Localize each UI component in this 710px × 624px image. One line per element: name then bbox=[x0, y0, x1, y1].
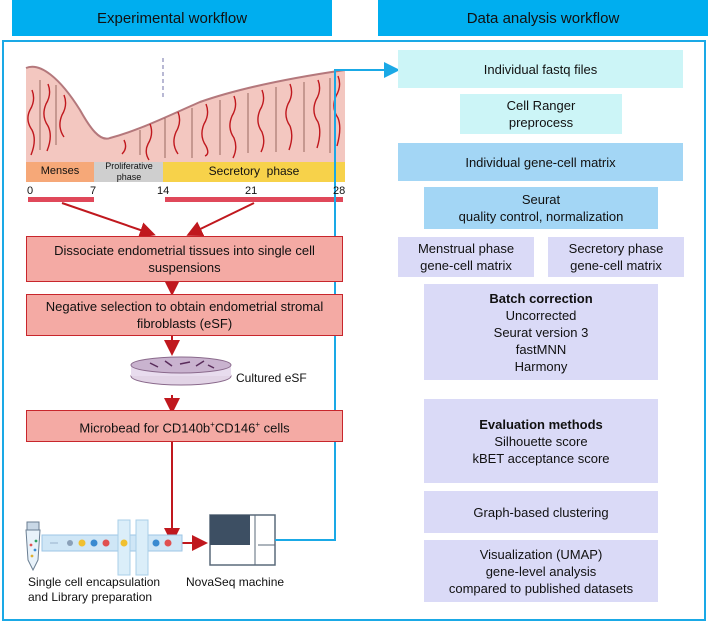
menses-bar bbox=[26, 162, 94, 182]
vis-item-gene-level: gene-level analysis bbox=[485, 563, 597, 579]
secretory-line2: gene-cell matrix bbox=[570, 258, 662, 273]
experimental-workflow-title: Experimental workflow bbox=[96, 9, 248, 27]
batch-item-uncorrected: Uncorrected bbox=[505, 307, 577, 323]
negative-selection-step: Negative selection to obtain endometrial… bbox=[26, 294, 343, 336]
data-analysis-header: Data analysis workflow bbox=[378, 0, 708, 36]
microbead-step: Microbead for CD140b+CD146+ cells bbox=[26, 410, 343, 442]
secretory-line1: Secretory phase bbox=[568, 241, 664, 256]
menstrual-line2: gene-cell matrix bbox=[420, 258, 512, 273]
visualization-box: Visualization (UMAP) gene-level analysis… bbox=[424, 540, 658, 602]
secretory-label: Secretory phase bbox=[208, 164, 300, 178]
batch-correction-box: Batch correction Uncorrected Seurat vers… bbox=[424, 284, 658, 380]
matrix-text: Individual gene-cell matrix bbox=[465, 154, 616, 170]
tube-icon bbox=[25, 521, 41, 572]
microbead-text: Microbead for CD140b+CD146+ cells bbox=[79, 419, 290, 436]
petri-dish-icon bbox=[130, 356, 232, 386]
workflow-frame bbox=[2, 40, 706, 621]
novaseq-label: NovaSeq machine bbox=[186, 575, 285, 589]
seurat-line2: quality control, normalization bbox=[458, 209, 624, 224]
menstrual-line1: Menstrual phase bbox=[417, 241, 515, 256]
experimental-workflow-header: Experimental workflow bbox=[12, 0, 332, 36]
vis-item-umap: Visualization (UMAP) bbox=[479, 546, 603, 562]
matrix-box: Individual gene-cell matrix bbox=[398, 143, 683, 181]
evaluation-box: Evaluation methods Silhouette score kBET… bbox=[424, 399, 658, 483]
fastq-box: Individual fastq files bbox=[398, 50, 683, 88]
batch-title: Batch correction bbox=[489, 290, 593, 306]
day-0: 0 bbox=[27, 185, 34, 197]
secretory-range bbox=[165, 197, 343, 202]
dissociate-text: Dissociate endometrial tissues into sing… bbox=[54, 243, 315, 275]
day-28: 28 bbox=[333, 185, 346, 197]
batch-item-seurat: Seurat version 3 bbox=[493, 324, 589, 340]
negative-selection-text: Negative selection to obtain endometrial… bbox=[45, 299, 324, 331]
day-7: 7 bbox=[90, 185, 97, 197]
eval-item-silhouette: Silhouette score bbox=[494, 433, 588, 449]
proliferative-label: Proliferative phase bbox=[105, 161, 153, 182]
vis-item-published: compared to published datasets bbox=[448, 580, 634, 596]
cellranger-line1: Cell Ranger bbox=[506, 98, 576, 113]
encapsulation-label: Single cell encapsulation and Library pr… bbox=[28, 575, 161, 604]
batch-item-harmony: Harmony bbox=[514, 358, 568, 374]
menses-range bbox=[28, 197, 94, 202]
menstrual-matrix-box: Menstrual phase gene-cell matrix bbox=[398, 237, 534, 277]
batch-item-fastmnn: fastMNN bbox=[515, 341, 567, 357]
seurat-line1: Seurat bbox=[521, 192, 561, 207]
fastq-text: Individual fastq files bbox=[483, 61, 598, 77]
eval-title: Evaluation methods bbox=[479, 416, 603, 432]
clustering-text: Graph-based clustering bbox=[473, 504, 609, 520]
data-analysis-title: Data analysis workflow bbox=[466, 9, 620, 27]
cellranger-line2: preprocess bbox=[508, 115, 574, 130]
eval-item-kbet: kBET acceptance score bbox=[472, 450, 610, 466]
microfluidic-chip-icon bbox=[41, 519, 183, 576]
cellranger-box: Cell Ranger preprocess bbox=[460, 94, 622, 134]
clustering-box: Graph-based clustering bbox=[424, 491, 658, 533]
day-21: 21 bbox=[245, 185, 258, 197]
cultured-esf-label: Cultured eSF bbox=[236, 371, 307, 385]
secretory-bar bbox=[163, 162, 345, 182]
day-14: 14 bbox=[157, 185, 170, 197]
dissociate-step: Dissociate endometrial tissues into sing… bbox=[26, 236, 343, 282]
novaseq-machine-icon bbox=[209, 514, 276, 566]
proliferative-bar bbox=[94, 162, 163, 182]
secretory-matrix-box: Secretory phase gene-cell matrix bbox=[548, 237, 684, 277]
menses-label: Menses bbox=[40, 165, 80, 177]
endometrium-illustration bbox=[25, 58, 346, 165]
seurat-box: Seurat quality control, normalization bbox=[424, 187, 658, 229]
